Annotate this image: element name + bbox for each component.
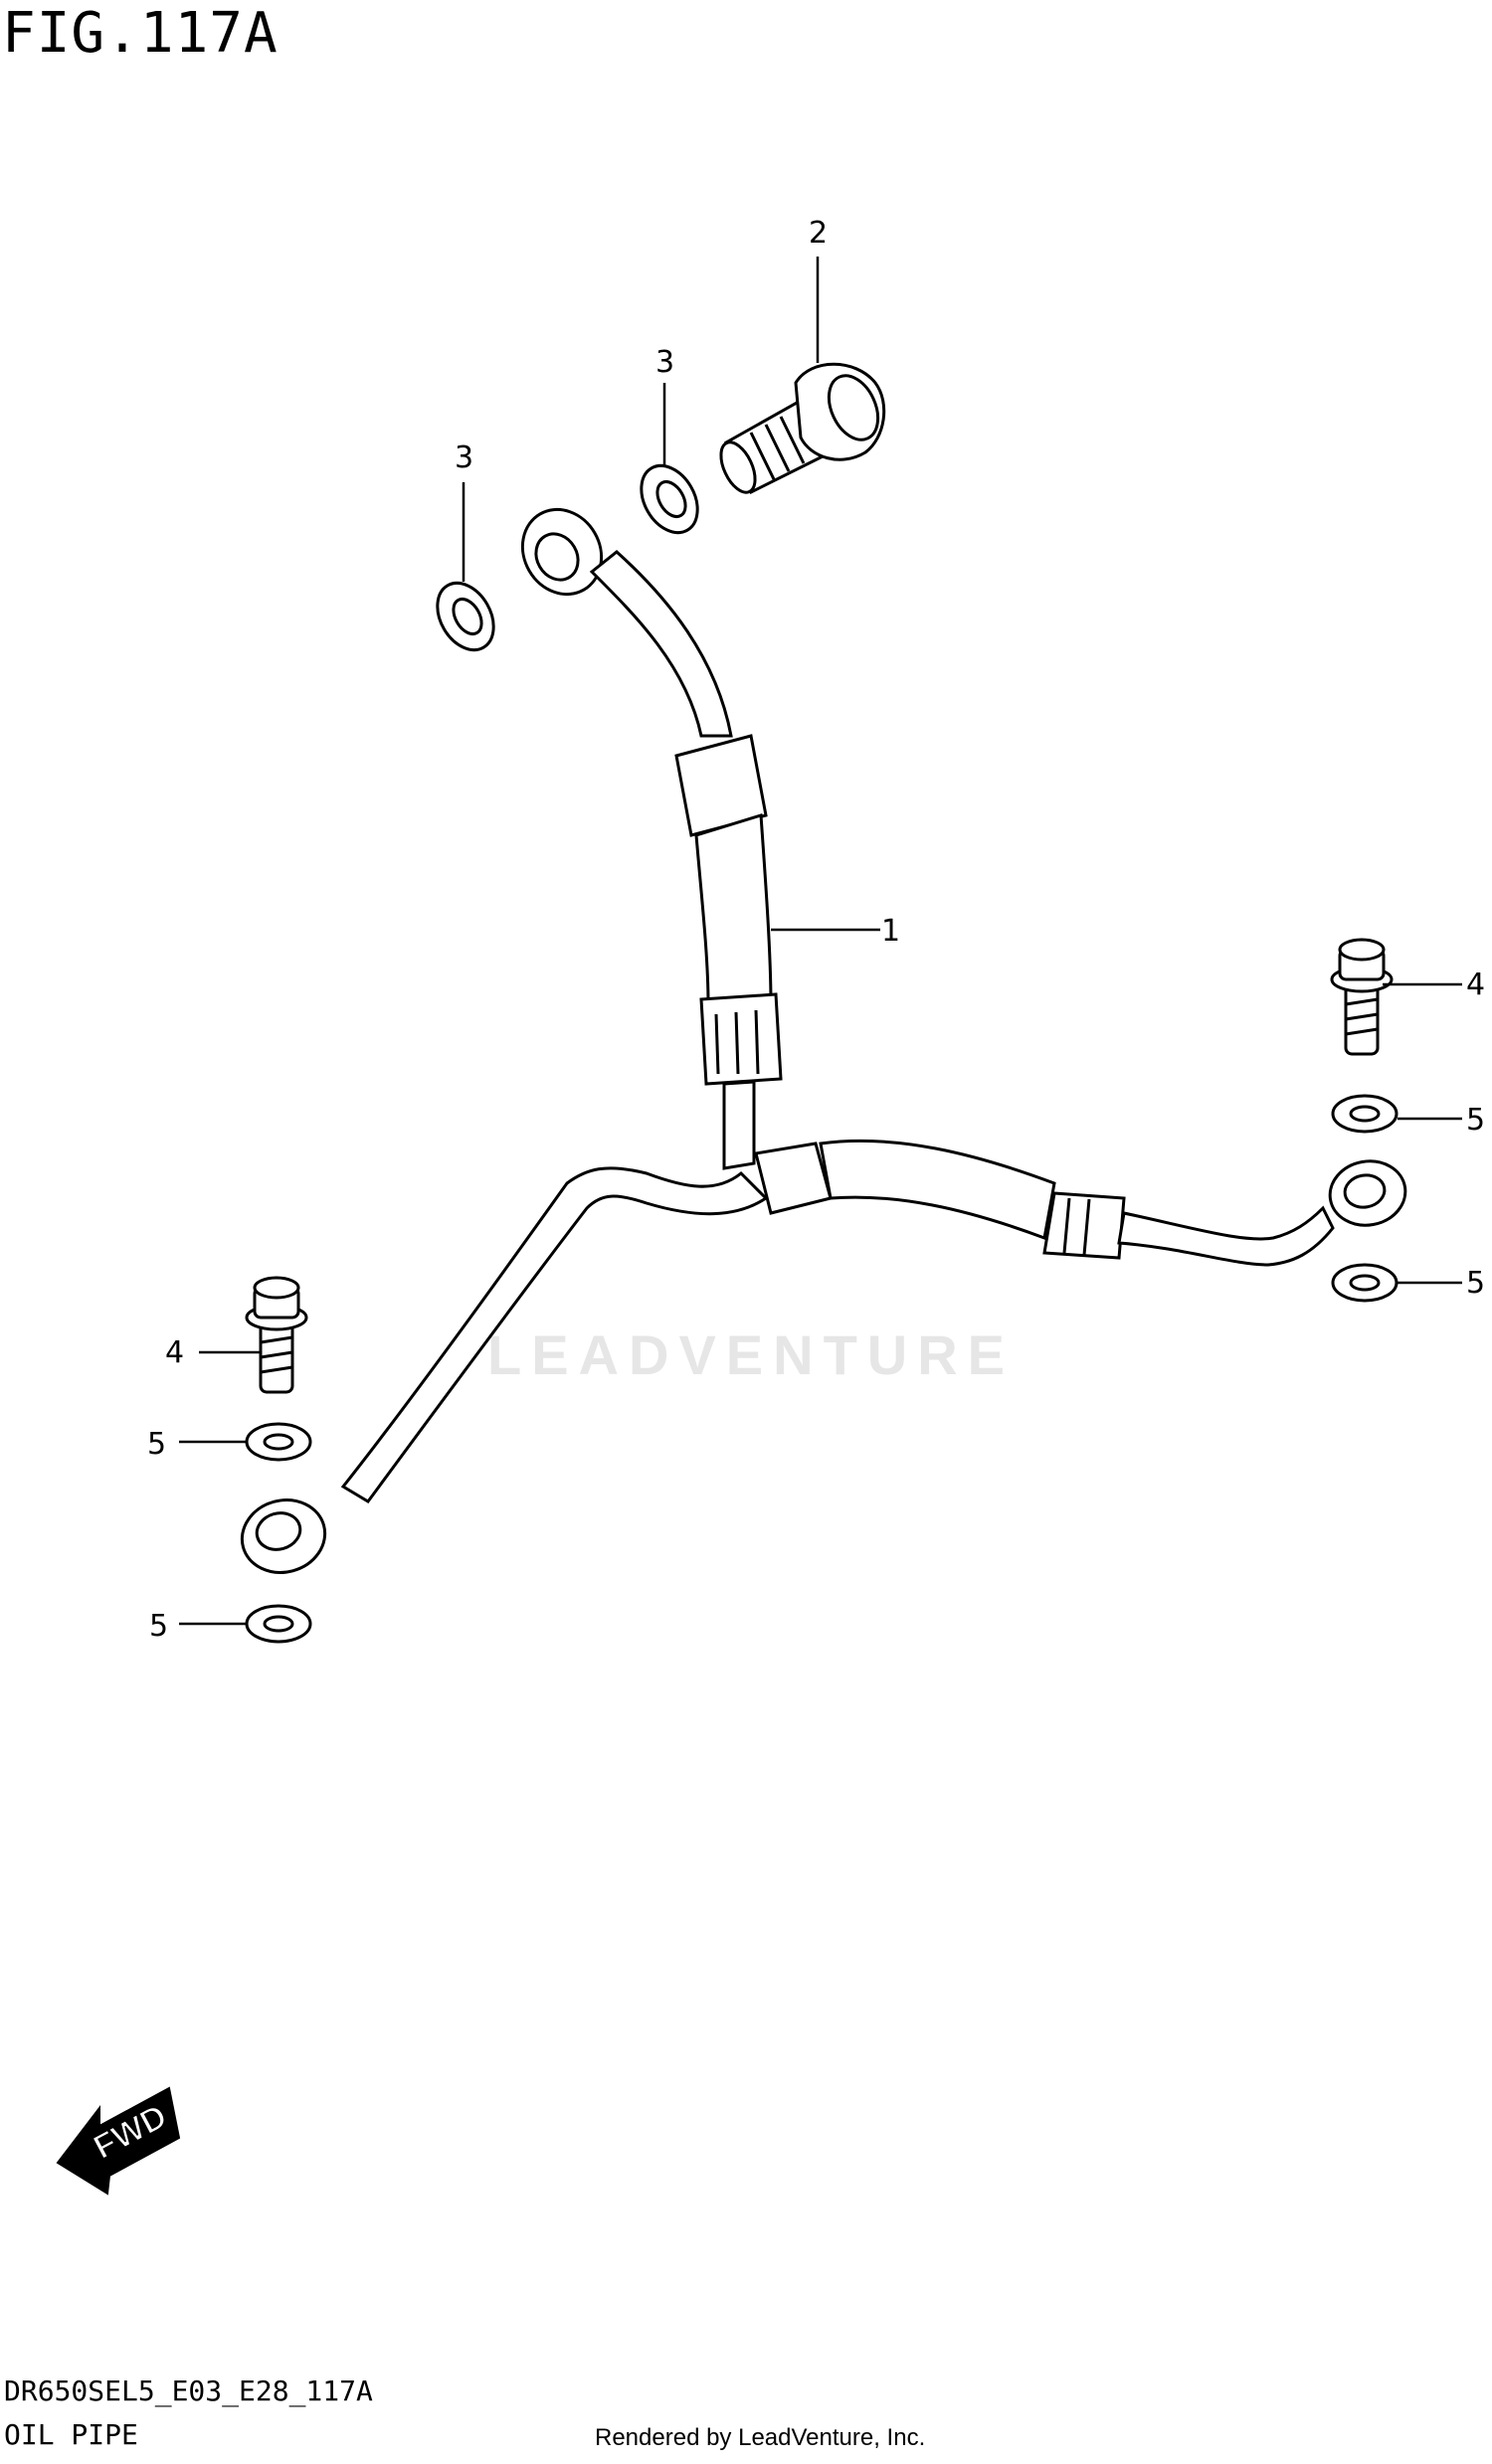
callout-5-right-lower: 5 [1466,1266,1485,1301]
figure-title: FIG.117A [2,1,279,66]
diagram-name: OIL PIPE [4,2418,138,2451]
washer-part-5-right-lower[interactable] [1331,1263,1399,1303]
watermark-text: LEADVENTURE [487,1323,1016,1386]
callout-4-right: 4 [1466,968,1485,1002]
callout-5-left-lower: 5 [149,1609,168,1644]
callout-4-left: 4 [165,1335,184,1370]
fwd-arrow-icon: FWD [56,2086,181,2196]
bolt-part-4-right[interactable] [1330,938,1394,1056]
callout-3-lower: 3 [455,440,473,475]
washer-part-5-right-upper[interactable] [1331,1094,1399,1134]
gasket-part-3-upper[interactable] [630,455,708,542]
callout-1: 1 [881,914,900,949]
diagram-code: DR650SEL5_E03_E28_117A [4,2375,373,2407]
banjo-bolt-part-2[interactable] [714,362,887,497]
callout-5-left-upper: 5 [147,1427,166,1462]
washer-part-5-left-upper[interactable] [245,1422,312,1462]
callout-2: 2 [809,216,828,251]
rendered-by-text: Rendered by LeadVenture, Inc. [595,2424,926,2451]
oil-pipe-part-1[interactable] [234,495,1410,1582]
gasket-part-3-lower[interactable] [426,573,504,659]
bolt-part-4-left[interactable] [245,1276,308,1394]
washer-part-5-left-lower[interactable] [245,1604,312,1644]
callout-5-right-upper: 5 [1466,1103,1485,1138]
callout-3-upper: 3 [655,345,674,380]
